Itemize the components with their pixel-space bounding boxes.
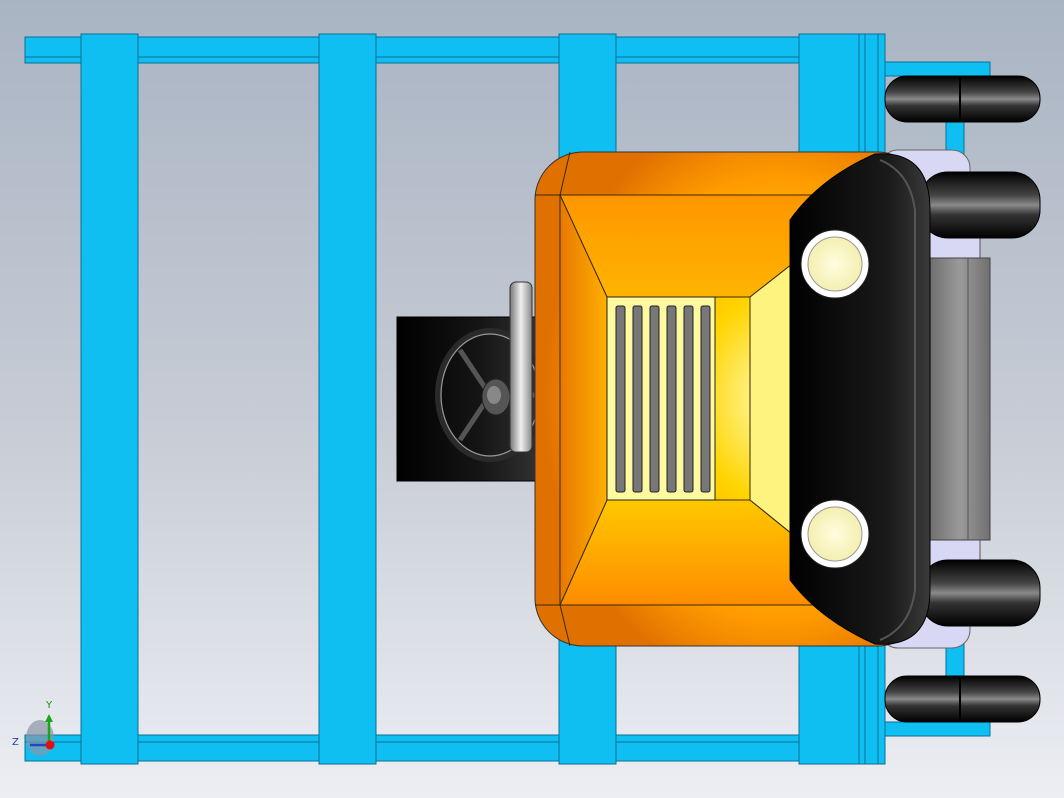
steering-post[interactable] bbox=[509, 281, 533, 453]
operator-station[interactable] bbox=[396, 281, 545, 482]
wheel-front-top[interactable] bbox=[919, 171, 1041, 239]
frame-top-rail[interactable] bbox=[24, 36, 886, 64]
frame-cross-beam-1[interactable] bbox=[80, 33, 139, 765]
grille-slots bbox=[615, 305, 711, 493]
xyz-axis-triad-icon bbox=[26, 714, 55, 756]
wheel-front-bottom[interactable] bbox=[919, 559, 1041, 627]
wheels[interactable] bbox=[884, 75, 1041, 723]
axis-z-label: Z bbox=[12, 737, 19, 748]
frame-bottom-rail[interactable] bbox=[24, 734, 886, 762]
axis-y-label: Y bbox=[46, 700, 53, 711]
axle-bracket-top bbox=[884, 61, 991, 77]
front-cowl[interactable] bbox=[789, 153, 931, 645]
forklift-body[interactable] bbox=[534, 151, 931, 647]
headlight-top[interactable] bbox=[800, 229, 870, 299]
frame-cross-beam-2[interactable] bbox=[318, 33, 377, 765]
headlight-bottom[interactable] bbox=[800, 499, 870, 569]
counterweight-panel[interactable] bbox=[929, 257, 991, 541]
wheel-rear-top[interactable] bbox=[884, 75, 1041, 123]
wheel-rear-bottom[interactable] bbox=[884, 675, 1041, 723]
axle-bracket-bottom bbox=[884, 721, 991, 737]
